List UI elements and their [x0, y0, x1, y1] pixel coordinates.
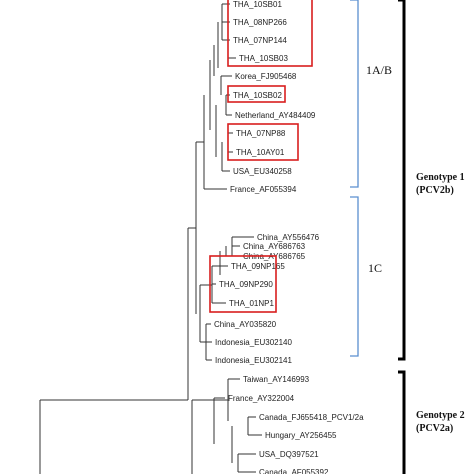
- leaf-label: THA_10SB01: [233, 0, 282, 9]
- leaf-label: Indonesia_EU302140: [215, 338, 293, 347]
- leaf-label: Canada_FJ655418_PCV1/2a: [259, 413, 364, 422]
- highlight-box-1: [227, 0, 313, 67]
- leaf-label: France_AY322004: [228, 394, 295, 403]
- leaf-label: China_AY686763: [243, 242, 306, 251]
- leaf-label: THA_08NP266: [233, 18, 287, 27]
- leaf-label: France_AF055394: [230, 185, 297, 194]
- leaf-label: China_AY556476: [257, 233, 320, 242]
- clade-1c-label: 1C: [368, 261, 382, 275]
- leaf-label: Canada_AF055392: [259, 468, 329, 474]
- leaf-label: THA_07NP144: [233, 36, 287, 45]
- leaf-label: Indonesia_EU302141: [215, 356, 293, 365]
- genotype-1-code: (PCV2b): [416, 185, 454, 196]
- leaf-label: THA_10AY01: [236, 148, 285, 157]
- leaf-label: China_AY035820: [214, 320, 277, 329]
- genotype-1-bracket: [398, 0, 406, 361]
- highlight-box-3: [227, 123, 299, 161]
- leaf-label: THA_10SB03: [239, 54, 288, 63]
- leaf-label: THA_09NP290: [219, 280, 273, 289]
- genotype-2-name: Genotype 2: [416, 410, 465, 421]
- clade-1ab-label: 1A/B: [366, 63, 392, 77]
- genotype-2-bracket: [398, 370, 406, 474]
- highlight-box-4: [209, 255, 277, 313]
- leaf-label: THA_07NP88: [236, 129, 286, 138]
- leaf-label: Hungary_AY256455: [265, 431, 337, 440]
- clade-1c-bracket: [350, 196, 359, 357]
- leaf-label: THA_09NP165: [231, 262, 285, 271]
- highlight-box-2: [227, 85, 286, 103]
- highlight-boxes: [209, 0, 313, 313]
- leaf-label: Korea_FJ905468: [235, 72, 297, 81]
- leaf-label: THA_01NP1: [229, 299, 274, 308]
- leaf-label: USA_EU340258: [233, 167, 292, 176]
- genotype-1-name: Genotype 1: [416, 172, 465, 183]
- tree-branches: [39, 3, 262, 474]
- leaf-label: THA_10SB02: [233, 91, 282, 100]
- clade-1ab-bracket: [350, 0, 359, 188]
- leaf-label: Netherland_AY484409: [235, 111, 316, 120]
- leaf-label: Taiwan_AY146993: [243, 375, 310, 384]
- leaf-label: USA_DQ397521: [259, 450, 319, 459]
- genotype-2-code: (PCV2a): [416, 423, 453, 434]
